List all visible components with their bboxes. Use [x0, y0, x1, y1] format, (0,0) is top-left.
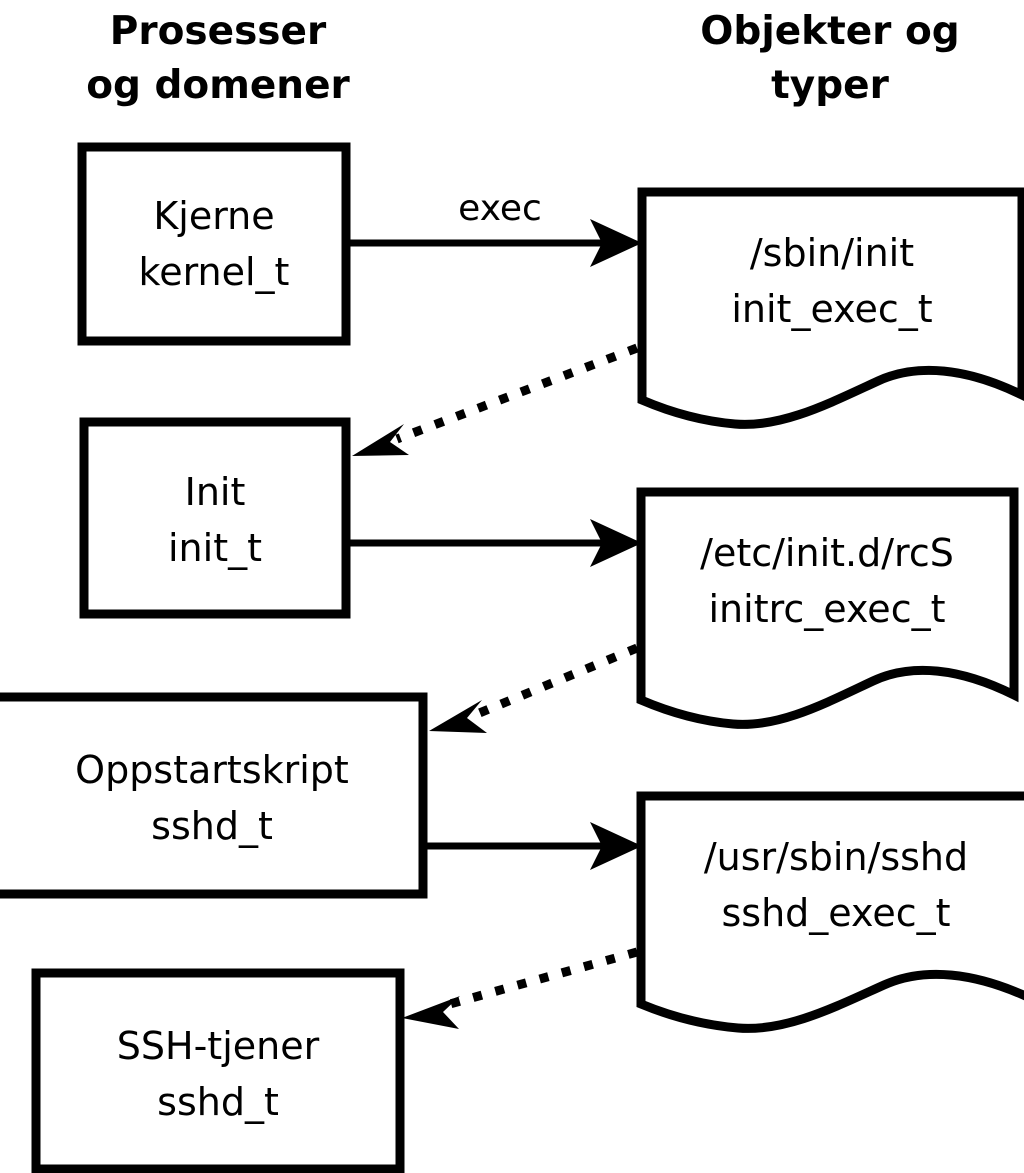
- arrowhead-sshd-transition: [402, 996, 460, 1029]
- edge-kernel-to-init-exec: exec: [350, 188, 642, 267]
- edge-initrc-to-sshd-exec: [427, 822, 642, 870]
- column-header-objects: Objekter og typer: [700, 9, 959, 108]
- header-processes-line1: Prosesser: [110, 9, 327, 54]
- object-node-init-exec[interactable]: /sbin/init init_exec_t: [637, 187, 1024, 429]
- column-header-processes: Prosesser og domener: [86, 9, 350, 108]
- header-objects-line2: typer: [771, 63, 889, 108]
- process-node-sshd[interactable]: SSH-tjener sshd_t: [31, 968, 405, 1173]
- process-sshd-name: SSH-tjener: [117, 1024, 320, 1068]
- header-processes-line2: og domener: [86, 63, 350, 108]
- arrowhead-initrc-transition: [429, 700, 487, 733]
- object-node-initrc-exec[interactable]: /etc/init.d/rcS initrc_exec_t: [636, 487, 1019, 729]
- process-box-sshd[interactable]: [31, 968, 405, 1173]
- edge-label-exec: exec: [458, 188, 542, 229]
- process-init-type: init_t: [168, 526, 262, 570]
- edge-initrc-exec-to-initrc: [429, 643, 639, 733]
- edge-init-to-initrc-exec: [350, 519, 642, 567]
- object-init-exec-type: init_exec_t: [731, 287, 932, 331]
- object-initrc-exec-path: /etc/init.d/rcS: [700, 531, 954, 575]
- process-initrc-name: Oppstartskript: [75, 748, 349, 792]
- process-box-init[interactable]: [79, 417, 351, 619]
- arrowhead-exec: [590, 219, 642, 267]
- edge-sshd-exec-to-sshd: [402, 947, 639, 1029]
- object-sshd-exec-path: /usr/sbin/sshd: [704, 835, 968, 879]
- edge-line-sshd-transition: [448, 947, 639, 1009]
- object-doc-init-exec[interactable]: [637, 187, 1024, 429]
- object-sshd-exec-type: sshd_exec_t: [721, 891, 950, 935]
- object-init-exec-path: /sbin/init: [750, 231, 914, 275]
- process-box-initrc[interactable]: [0, 692, 428, 899]
- edge-line-initrc-transition: [475, 643, 639, 719]
- arrowhead-init-exec-rcs: [590, 519, 642, 567]
- object-initrc-exec-type: initrc_exec_t: [709, 587, 946, 631]
- process-kernel-type: kernel_t: [139, 250, 290, 294]
- process-box-kernel[interactable]: [77, 142, 351, 346]
- process-node-init[interactable]: Init init_t: [79, 417, 351, 619]
- arrowhead-init-transition: [352, 424, 409, 456]
- process-init-name: Init: [185, 470, 246, 514]
- object-doc-initrc-exec[interactable]: [636, 487, 1019, 729]
- edge-init-exec-to-init: [352, 343, 639, 456]
- process-node-initrc[interactable]: Oppstartskript sshd_t: [0, 692, 428, 899]
- object-node-sshd-exec[interactable]: /usr/sbin/sshd sshd_exec_t: [636, 791, 1024, 1033]
- header-objects-line1: Objekter og: [700, 9, 959, 54]
- process-node-kernel[interactable]: Kjerne kernel_t: [77, 142, 351, 346]
- process-kernel-name: Kjerne: [153, 194, 274, 238]
- process-initrc-type: sshd_t: [151, 804, 273, 848]
- object-doc-sshd-exec[interactable]: [636, 791, 1024, 1033]
- process-sshd-type: sshd_t: [157, 1080, 279, 1124]
- arrowhead-initrc-exec-sshd: [590, 822, 642, 870]
- edge-line-init-transition: [395, 343, 639, 444]
